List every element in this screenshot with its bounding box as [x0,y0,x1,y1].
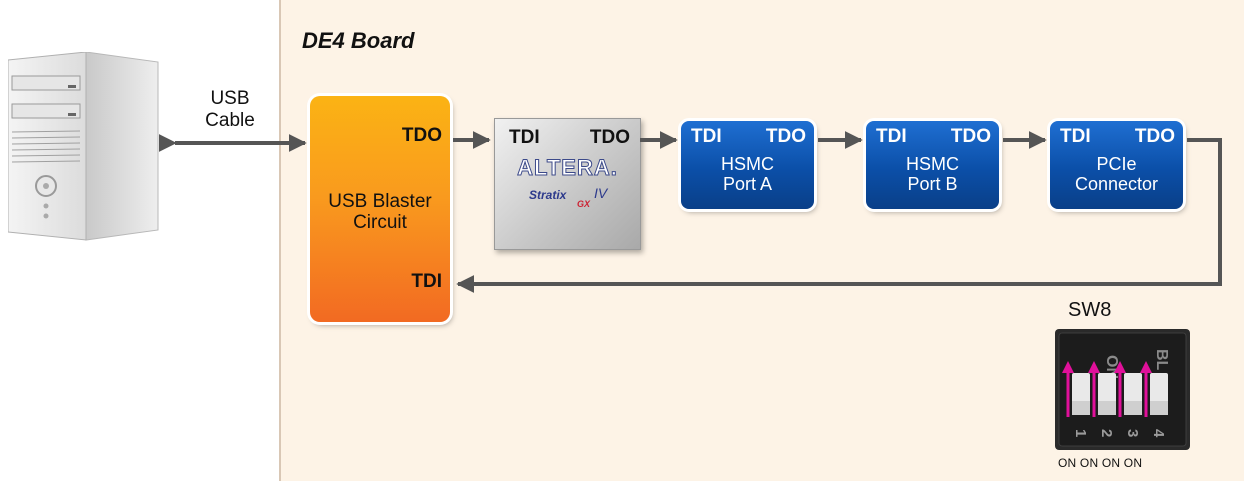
hsmc-port-a-block: TDI TDO HSMC Port A [681,121,814,209]
port-a-tdo: TDO [765,126,806,147]
pcie-connector-block: TDI TDO PCIe Connector [1050,121,1183,209]
port-a-tdi: TDI [691,126,722,147]
port-a-name-line1: HSMC [721,154,774,174]
stratix-logo: Stratix [529,188,567,202]
port-a-name: HSMC Port A [681,154,814,194]
fpga-tdo: TDO [589,127,630,148]
sw8-pos-2: 2 [1098,429,1115,437]
altera-logo: ALTERA. [517,155,618,181]
sw8-label: SW8 [1068,299,1112,321]
usb-blaster-name-line2: Circuit [353,212,407,233]
usb-cable-line1: USB [210,88,250,109]
pcie-pins: TDI TDO [1060,126,1175,148]
port-b-tdo: TDO [950,126,991,147]
usb-blaster-name: USB Blaster Circuit [310,191,450,233]
hsmc-port-b-block: TDI TDO HSMC Port B [866,121,999,209]
usb-cable-label: USB Cable [190,88,270,132]
stratix-iv-mark: IV [594,185,608,201]
fpga-tdi: TDI [509,127,540,148]
port-a-name-line2: Port A [722,174,773,194]
sw8-caption: ON ON ON ON [1058,456,1143,470]
sw8-pos-1: 1 [1072,429,1089,437]
fpga-pins: TDI TDO [509,127,630,149]
stratix-gx-mark: GX [577,199,591,209]
usb-blaster-tdi: TDI [411,271,442,292]
usb-blaster-block: TDO USB Blaster Circuit TDI [310,96,450,322]
usb-blaster-tdo: TDO [401,125,442,146]
port-a-pins: TDI TDO [691,126,806,148]
pcie-name: PCIe Connector [1050,154,1183,194]
usb-blaster-name-line1: USB Blaster [328,191,432,212]
sw8-bl-mark: BL [1153,349,1170,371]
usb-cable-line2: Cable [205,110,255,131]
port-b-pins: TDI TDO [876,126,991,148]
fpga-chip: TDI TDO ALTERA. Stratix IV GX [494,118,641,250]
port-b-name: HSMC Port B [866,154,999,194]
pcie-tdi: TDI [1060,126,1091,147]
computer-tower-icon [8,52,159,241]
sw8-dip-switch-icon: ON BL 1 2 3 4 [1055,329,1190,450]
pcie-name-line1: PCIe [1096,154,1137,174]
sw8-pos-4: 4 [1150,429,1167,438]
return-to-blaster-arrow [456,138,1222,293]
board-title: DE4 Board [302,28,415,53]
port-b-name-line2: Port B [907,174,958,194]
port-b-name-line1: HSMC [906,154,959,174]
sw8-pos-3: 3 [1124,429,1141,437]
pcie-tdo: TDO [1134,126,1175,147]
port-b-tdi: TDI [876,126,907,147]
pcie-name-line2: Connector [1074,174,1159,194]
